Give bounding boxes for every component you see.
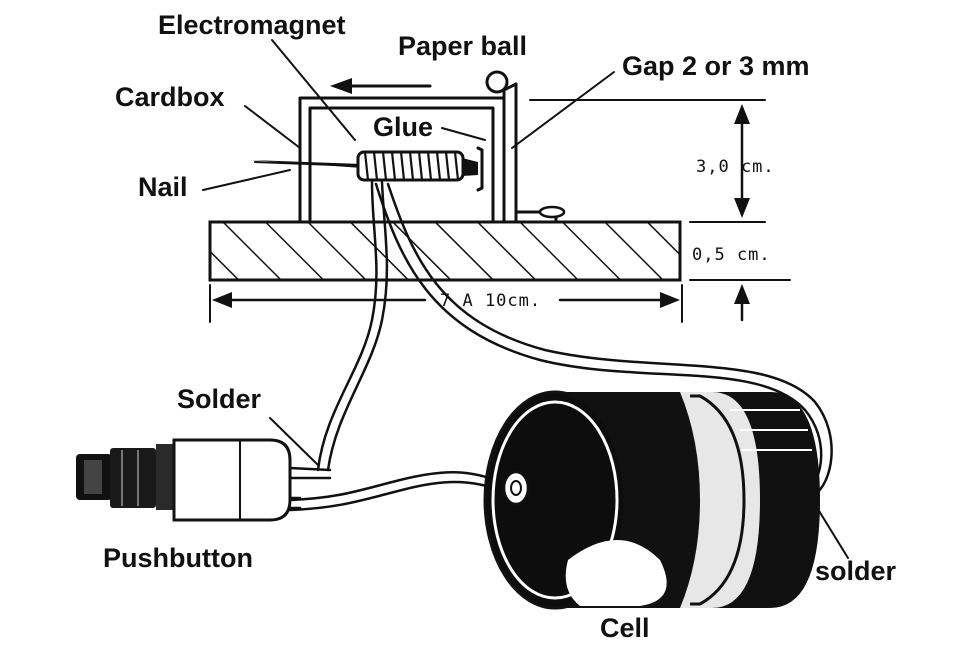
movement-arrow <box>330 78 432 94</box>
dim-box-height: 3,0 cm. <box>696 157 775 177</box>
dim-base-length: 7 A 10cm. <box>440 291 541 311</box>
dim-base-height: 0,5 cm. <box>692 245 771 265</box>
label-cell: Cell <box>600 613 650 643</box>
label-nail: Nail <box>138 172 188 202</box>
nail <box>250 160 363 168</box>
label-cardbox: Cardbox <box>115 82 225 112</box>
wires <box>288 180 833 512</box>
label-solder-top: Solder <box>177 384 262 414</box>
label-electromagnet: Electromagnet <box>158 10 346 40</box>
label-gap: Gap 2 or 3 mm <box>622 51 810 81</box>
label-glue: Glue <box>373 112 433 142</box>
battery-cell <box>483 390 820 610</box>
wooden-base <box>208 220 682 282</box>
paper-ball <box>485 70 509 94</box>
armature-plate <box>502 82 566 224</box>
label-solder-bottom: solder <box>815 556 897 586</box>
leader-lines <box>202 39 849 559</box>
dimension-lines <box>209 99 791 323</box>
label-pushbutton: Pushbutton <box>103 543 253 573</box>
electromagnet-coil <box>356 146 484 192</box>
pushbutton-switch <box>76 438 332 522</box>
label-paper-ball: Paper ball <box>398 31 527 61</box>
